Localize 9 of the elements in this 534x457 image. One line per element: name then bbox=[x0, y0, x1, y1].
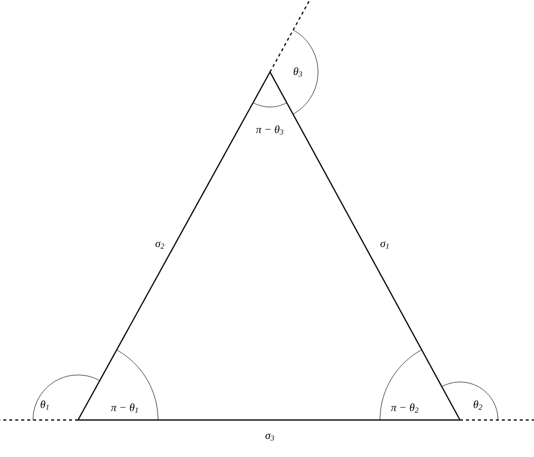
angle-label: θ$_{3}$ bbox=[294, 67, 302, 77]
angle-label: π − θ$_{2}$ bbox=[391, 403, 418, 413]
angle-label: θ$_{2}$ bbox=[474, 400, 482, 410]
angle-label: π − θ$_{3}$ bbox=[256, 125, 284, 135]
angle-label: θ$_{1}$ bbox=[40, 400, 49, 410]
side-label: σ$_{1}$ bbox=[380, 241, 389, 249]
side-label: σ$_{2}$ bbox=[155, 241, 164, 249]
angle-label: π − θ$_{1}$ bbox=[111, 403, 138, 413]
side-label: σ$_{3}$ bbox=[265, 433, 274, 441]
